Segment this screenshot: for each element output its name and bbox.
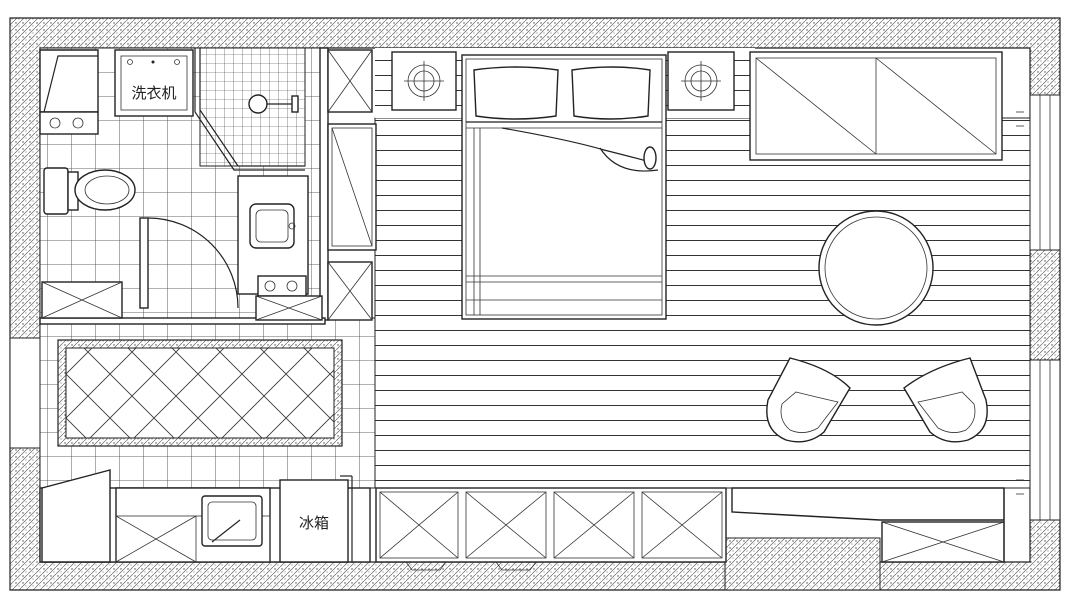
window-right-bottom — [1029, 359, 1061, 521]
lounge-chair-icon — [903, 357, 988, 443]
wall-block-lower — [724, 537, 881, 591]
lounge-chair-icon — [766, 357, 851, 443]
window-right-top — [1029, 94, 1061, 251]
cabinet-door — [379, 491, 459, 559]
toilet-icon — [43, 167, 136, 215]
cabinet-door — [465, 491, 547, 559]
table-lamp-icon — [667, 51, 735, 111]
round-table-icon — [818, 210, 934, 326]
kitchen: 冰箱 — [39, 469, 371, 563]
radiator — [1016, 111, 1024, 495]
washer-label: 洗衣机 — [131, 84, 176, 102]
cabinet-door — [641, 491, 723, 559]
cabinet-door — [553, 491, 635, 559]
entrance-opening — [9, 337, 41, 449]
tv-cabinet — [375, 487, 727, 571]
wardrobe-upper-right — [749, 51, 1003, 161]
bed-icon — [461, 54, 667, 320]
washing-machine: 洗衣机 — [114, 49, 194, 117]
wall-cabinet — [39, 49, 99, 135]
hallway-rug — [57, 339, 343, 447]
bathroom: 洗衣机 — [39, 47, 329, 325]
fridge: 冰箱 — [279, 475, 353, 563]
table-lamp-icon — [391, 51, 457, 111]
storage-cabinet-left — [41, 281, 123, 319]
bathroom-door — [139, 217, 239, 309]
sink-icon — [201, 495, 263, 547]
walls — [9, 17, 1061, 591]
fridge-label: 冰箱 — [299, 514, 329, 532]
desk-lower-right — [731, 487, 1005, 563]
wardrobes — [327, 49, 377, 321]
shower-icon — [248, 94, 299, 114]
storage-cabinet-mid — [255, 295, 323, 321]
sink-icon — [237, 175, 309, 297]
